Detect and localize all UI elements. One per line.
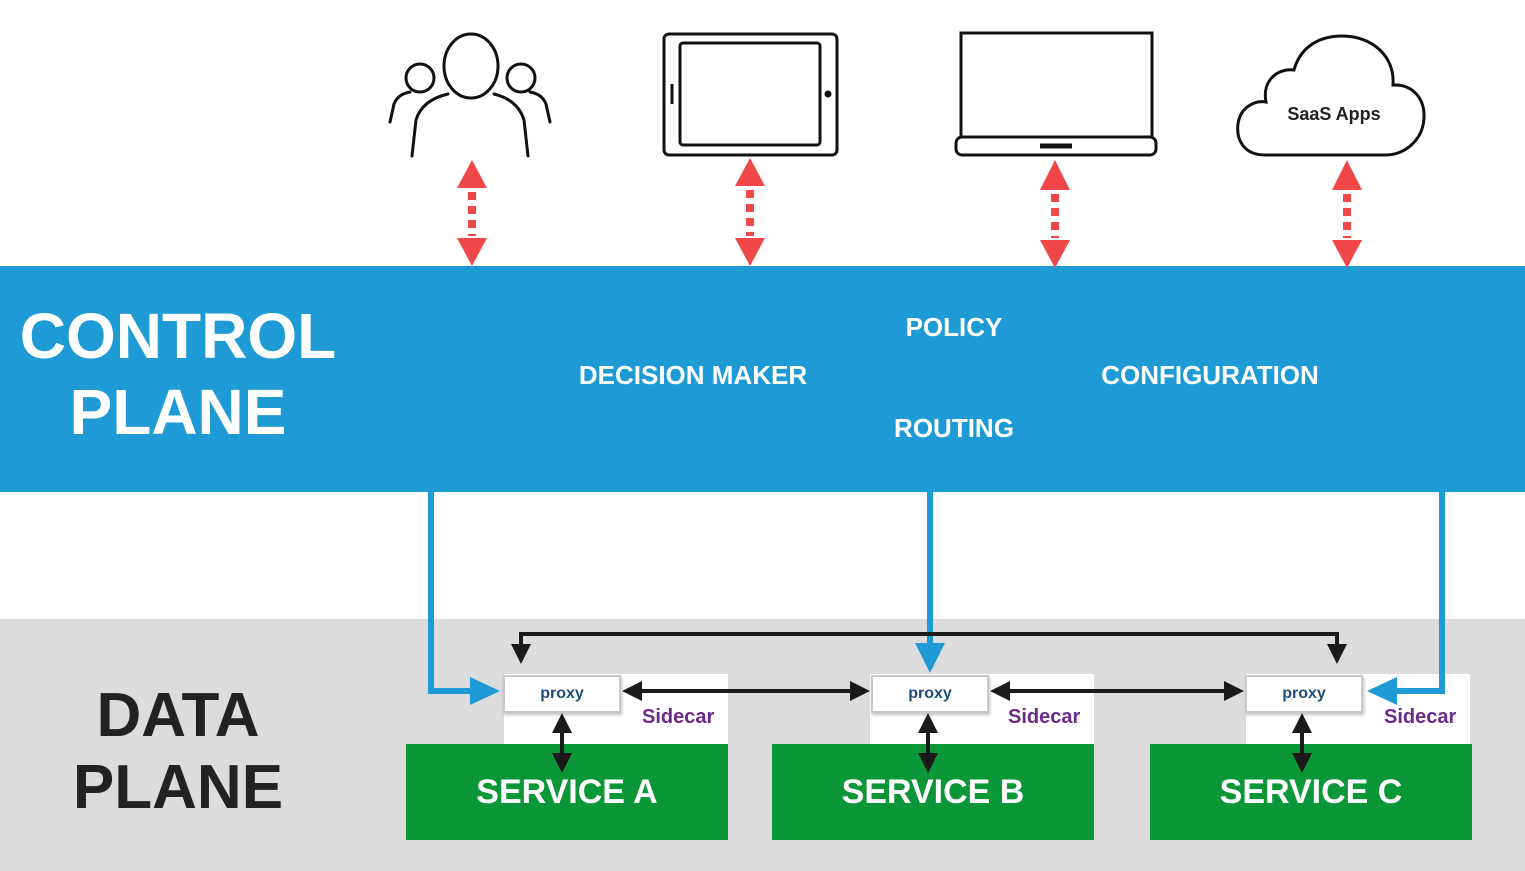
client-arrow-saas bbox=[1332, 160, 1362, 268]
client-arrows bbox=[457, 158, 1362, 268]
control-plane-links bbox=[428, 492, 1445, 705]
control-link-c bbox=[1396, 492, 1445, 694]
client-arrow-tablet bbox=[735, 158, 765, 266]
proxy-a: proxy bbox=[503, 675, 621, 713]
control-link-a-head bbox=[470, 677, 500, 705]
sidecar-label-b: Sidecar bbox=[1008, 706, 1081, 728]
configuration-label: CONFIGURATION bbox=[1101, 360, 1319, 390]
policy-label: POLICY bbox=[905, 312, 1003, 342]
tablet-icon bbox=[662, 32, 839, 157]
cloud-icon bbox=[1236, 34, 1426, 157]
control-plane bbox=[0, 266, 1525, 492]
laptop-icon bbox=[954, 31, 1158, 157]
control-link-b-head bbox=[915, 643, 945, 673]
sidecar-label-c: Sidecar bbox=[1384, 706, 1457, 728]
data-plane-title: DATA PLANE bbox=[8, 680, 348, 824]
data-plane-title-line1: DATA bbox=[96, 681, 260, 750]
client-arrow-users bbox=[457, 160, 487, 266]
saas-apps-label: SaaS Apps bbox=[1287, 104, 1381, 124]
routing-label: ROUTING bbox=[894, 413, 1014, 443]
control-plane-title-line2: PLANE bbox=[69, 376, 287, 448]
proxy-link-top bbox=[511, 632, 1347, 664]
proxy-c: proxy bbox=[1245, 675, 1363, 713]
client-arrow-laptop bbox=[1040, 160, 1070, 268]
proxy-links bbox=[511, 632, 1347, 773]
control-plane-title: CONTROL PLANE bbox=[8, 298, 348, 450]
control-link-a bbox=[428, 492, 472, 694]
control-plane-title-line1: CONTROL bbox=[19, 300, 337, 372]
proxy-b: proxy bbox=[871, 675, 989, 713]
decision-maker-label: DECISION MAKER bbox=[578, 360, 808, 390]
sidecar-label-a: Sidecar bbox=[642, 706, 715, 728]
users-icon bbox=[388, 32, 552, 158]
control-link-c-head bbox=[1367, 677, 1397, 705]
data-plane-title-line2: PLANE bbox=[72, 753, 284, 822]
